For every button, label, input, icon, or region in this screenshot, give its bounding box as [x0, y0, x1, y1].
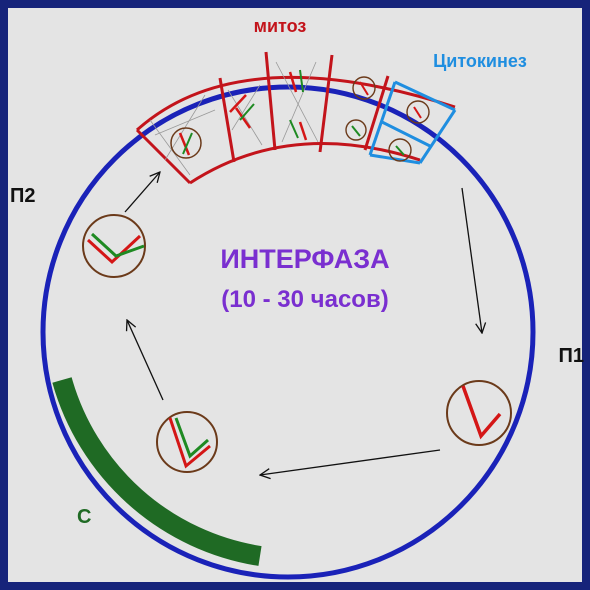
g2-label: П2 — [10, 185, 36, 207]
g1-label: П1 — [559, 345, 585, 367]
interphase-duration: (10 - 30 часов) — [221, 286, 388, 313]
interphase-title: ИНТЕРФАЗА — [220, 244, 389, 274]
s-phase-cell — [156, 411, 218, 473]
arrow-s-to-g2 — [127, 320, 164, 401]
daughter-cells — [388, 100, 430, 162]
anaphase-cell — [275, 61, 319, 143]
slide-background — [8, 8, 582, 582]
metaphase-cell — [227, 84, 263, 146]
arrow-mitosis-to-g1 — [461, 187, 482, 333]
s-phase-arc — [52, 377, 262, 566]
g2-cell — [82, 214, 146, 278]
g1-cell — [446, 380, 512, 446]
mitosis-band — [135, 51, 456, 185]
arrow-g2-to-mitosis — [124, 172, 160, 213]
cytokinesis-label: Цитокинез — [433, 51, 527, 71]
prophase-cell — [149, 94, 216, 176]
cell-cycle-circle — [40, 84, 536, 580]
telophase-cell — [345, 76, 376, 141]
s-label: С — [77, 506, 91, 528]
arrow-g1-to-s — [260, 449, 441, 475]
cytokinesis-cells — [368, 80, 457, 165]
mitosis-label: митоз — [254, 16, 307, 36]
